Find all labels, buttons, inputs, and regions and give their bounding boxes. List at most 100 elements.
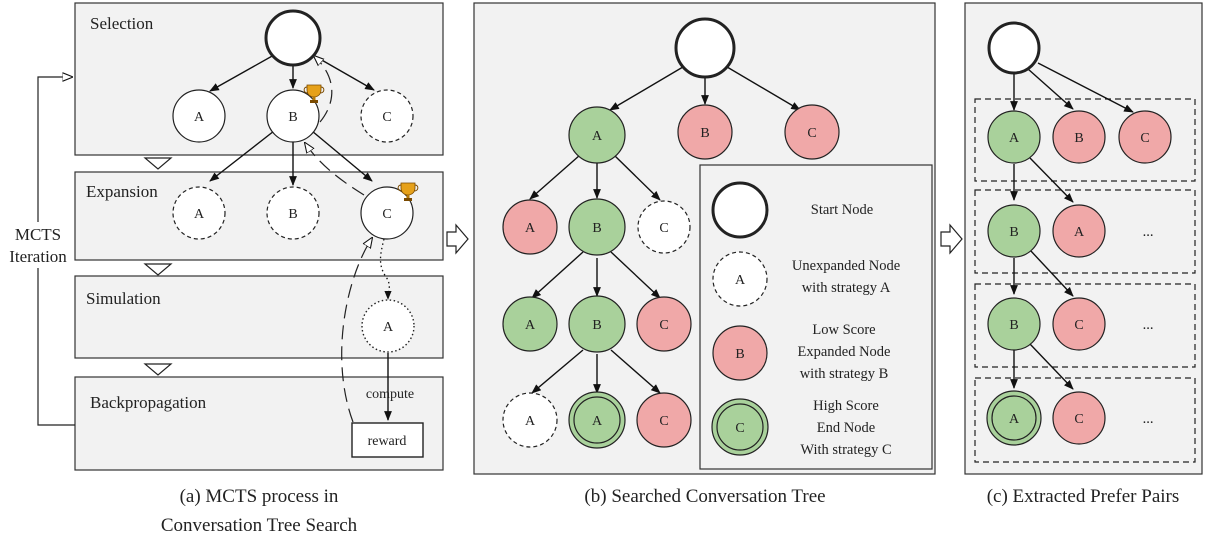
tree-node-a-b-label: B — [592, 221, 601, 236]
phase-title-simulation: Simulation — [86, 289, 161, 308]
tree-node-b-label: B — [700, 126, 709, 141]
reward-label: reward — [368, 434, 407, 449]
node-b-c — [360, 186, 414, 240]
pair-group-4 — [974, 377, 1196, 463]
legend-low-score-node — [712, 325, 768, 381]
edge-b-a-c — [613, 154, 661, 201]
edge-c-b-c — [1029, 249, 1074, 297]
node-c — [360, 89, 414, 143]
caption-c: (c) Extracted Prefer Pairs — [987, 486, 1180, 507]
backprop-curve-2 — [305, 143, 365, 196]
phase-arrow-3 — [143, 363, 173, 376]
node-b — [266, 89, 320, 143]
edge-c-bb-c — [1029, 343, 1074, 390]
loop-label-mcts: MCTS — [15, 225, 61, 244]
pair-group-1 — [974, 98, 1196, 182]
node-b-a — [172, 186, 226, 240]
loop-label-bg — [4, 222, 70, 268]
edge-b-a — [209, 130, 275, 182]
legend-start-node — [711, 181, 769, 239]
tree-node-c — [784, 104, 840, 160]
legend-start-text: Start Node — [811, 202, 873, 218]
pair4-chosen-node — [986, 390, 1042, 446]
pair2-rejected-node — [1052, 204, 1106, 258]
tree-node-a-b — [568, 198, 626, 256]
tree-node-ab-b — [568, 295, 626, 353]
edge-b-bb-c — [610, 349, 661, 394]
pair3-chosen-node — [987, 297, 1041, 351]
pair3-rejected-label: C — [1074, 318, 1083, 333]
arrow-b-to-c — [940, 223, 963, 255]
phase-arrow-1 — [143, 157, 173, 170]
legend-high-score-node — [711, 398, 769, 456]
node-a — [172, 89, 226, 143]
pair-group-3 — [974, 283, 1196, 368]
tree-node-abb-a-label: A — [525, 414, 536, 429]
edge-b-root-c — [721, 63, 801, 111]
edge-b-b-a — [531, 251, 584, 299]
edge-b-c — [311, 130, 373, 182]
legend-low-score-line-1: Low Score — [812, 322, 875, 338]
panel-b: A B C A B C A B C A A C Start Node A Une… — [473, 2, 936, 507]
tree-node-a-c — [637, 200, 691, 254]
tree-node-a-c-label: C — [659, 221, 668, 236]
pair4-end-ring — [991, 395, 1037, 441]
backprop-curve-1 — [341, 238, 372, 423]
tree-node-ab-c — [636, 296, 692, 352]
tree-node-abb-c-label: C — [659, 414, 668, 429]
legend-unexpanded-line-2: with strategy A — [802, 280, 891, 296]
tree-node-c-label: C — [807, 126, 816, 141]
pair2-rejected-label: A — [1074, 225, 1085, 240]
pairs-root-node — [987, 21, 1041, 75]
edge-b-root-a — [609, 63, 689, 111]
trophy-icon — [303, 84, 325, 103]
panel-a: Selection Expansion Simulation Backpropa… — [4, 2, 444, 536]
reward-box — [351, 422, 424, 458]
pair3-rejected-node — [1052, 297, 1106, 351]
tree-node-abb-end-label: A — [592, 414, 603, 429]
tree-node-b — [677, 104, 733, 160]
phase-title-expansion: Expansion — [86, 182, 158, 201]
pair4-rejected-label: C — [1074, 412, 1083, 427]
tree-node-ab-a — [502, 296, 558, 352]
pair1-rejected-label-b: B — [1074, 131, 1083, 146]
trophy-icon — [397, 182, 419, 201]
phase-arrow-2 — [143, 263, 173, 276]
pair4-rejected-node — [1052, 391, 1106, 445]
tree-node-a — [568, 106, 626, 164]
legend-high-score-line-1: High Score — [813, 398, 879, 414]
tree-node-abb-c — [636, 392, 692, 448]
pair1-chosen-node — [987, 110, 1041, 164]
node-b-b-label: B — [288, 207, 297, 222]
caption-a-line-1: (a) MCTS process in — [180, 486, 339, 507]
tree-node-a-a-label: A — [525, 221, 536, 236]
legend-low-score-line-2: Expanded Node — [797, 344, 890, 360]
tree-node-abb-end — [568, 391, 626, 449]
legend-unexpanded-node — [712, 251, 768, 307]
legend-low-score-label: B — [735, 347, 744, 362]
node-b-b — [266, 186, 320, 240]
pair1-rejected-label-c: C — [1140, 131, 1149, 146]
pair3-ellipsis: ... — [1143, 317, 1154, 333]
edge-root-a — [209, 54, 275, 92]
pair2-chosen-node — [987, 204, 1041, 258]
pair1-rejected-node-c — [1118, 110, 1172, 164]
arrow-a-to-b — [446, 223, 469, 255]
loop-label-iteration: Iteration — [9, 247, 67, 266]
end-node-inner-ring — [573, 396, 621, 444]
pair4-ellipsis: ... — [1143, 411, 1154, 427]
tree-node-ab-a-label: A — [525, 318, 536, 333]
edge-b-bb-a — [531, 349, 584, 394]
tree-node-a-label: A — [592, 129, 603, 144]
caption-a-line-2: Conversation Tree Search — [161, 515, 358, 536]
tree-node-ab-b-label: B — [592, 318, 601, 333]
pair2-chosen-label: B — [1009, 225, 1018, 240]
node-b-c-label: C — [382, 207, 391, 222]
pair-group-2 — [974, 189, 1196, 274]
edge-c-root-c — [1037, 62, 1134, 113]
backprop-curve-3 — [314, 56, 333, 123]
legend-high-score-line-3: With strategy C — [800, 442, 891, 458]
legend-high-score-label: C — [735, 421, 744, 436]
edge-c-a-a — [1029, 157, 1074, 203]
